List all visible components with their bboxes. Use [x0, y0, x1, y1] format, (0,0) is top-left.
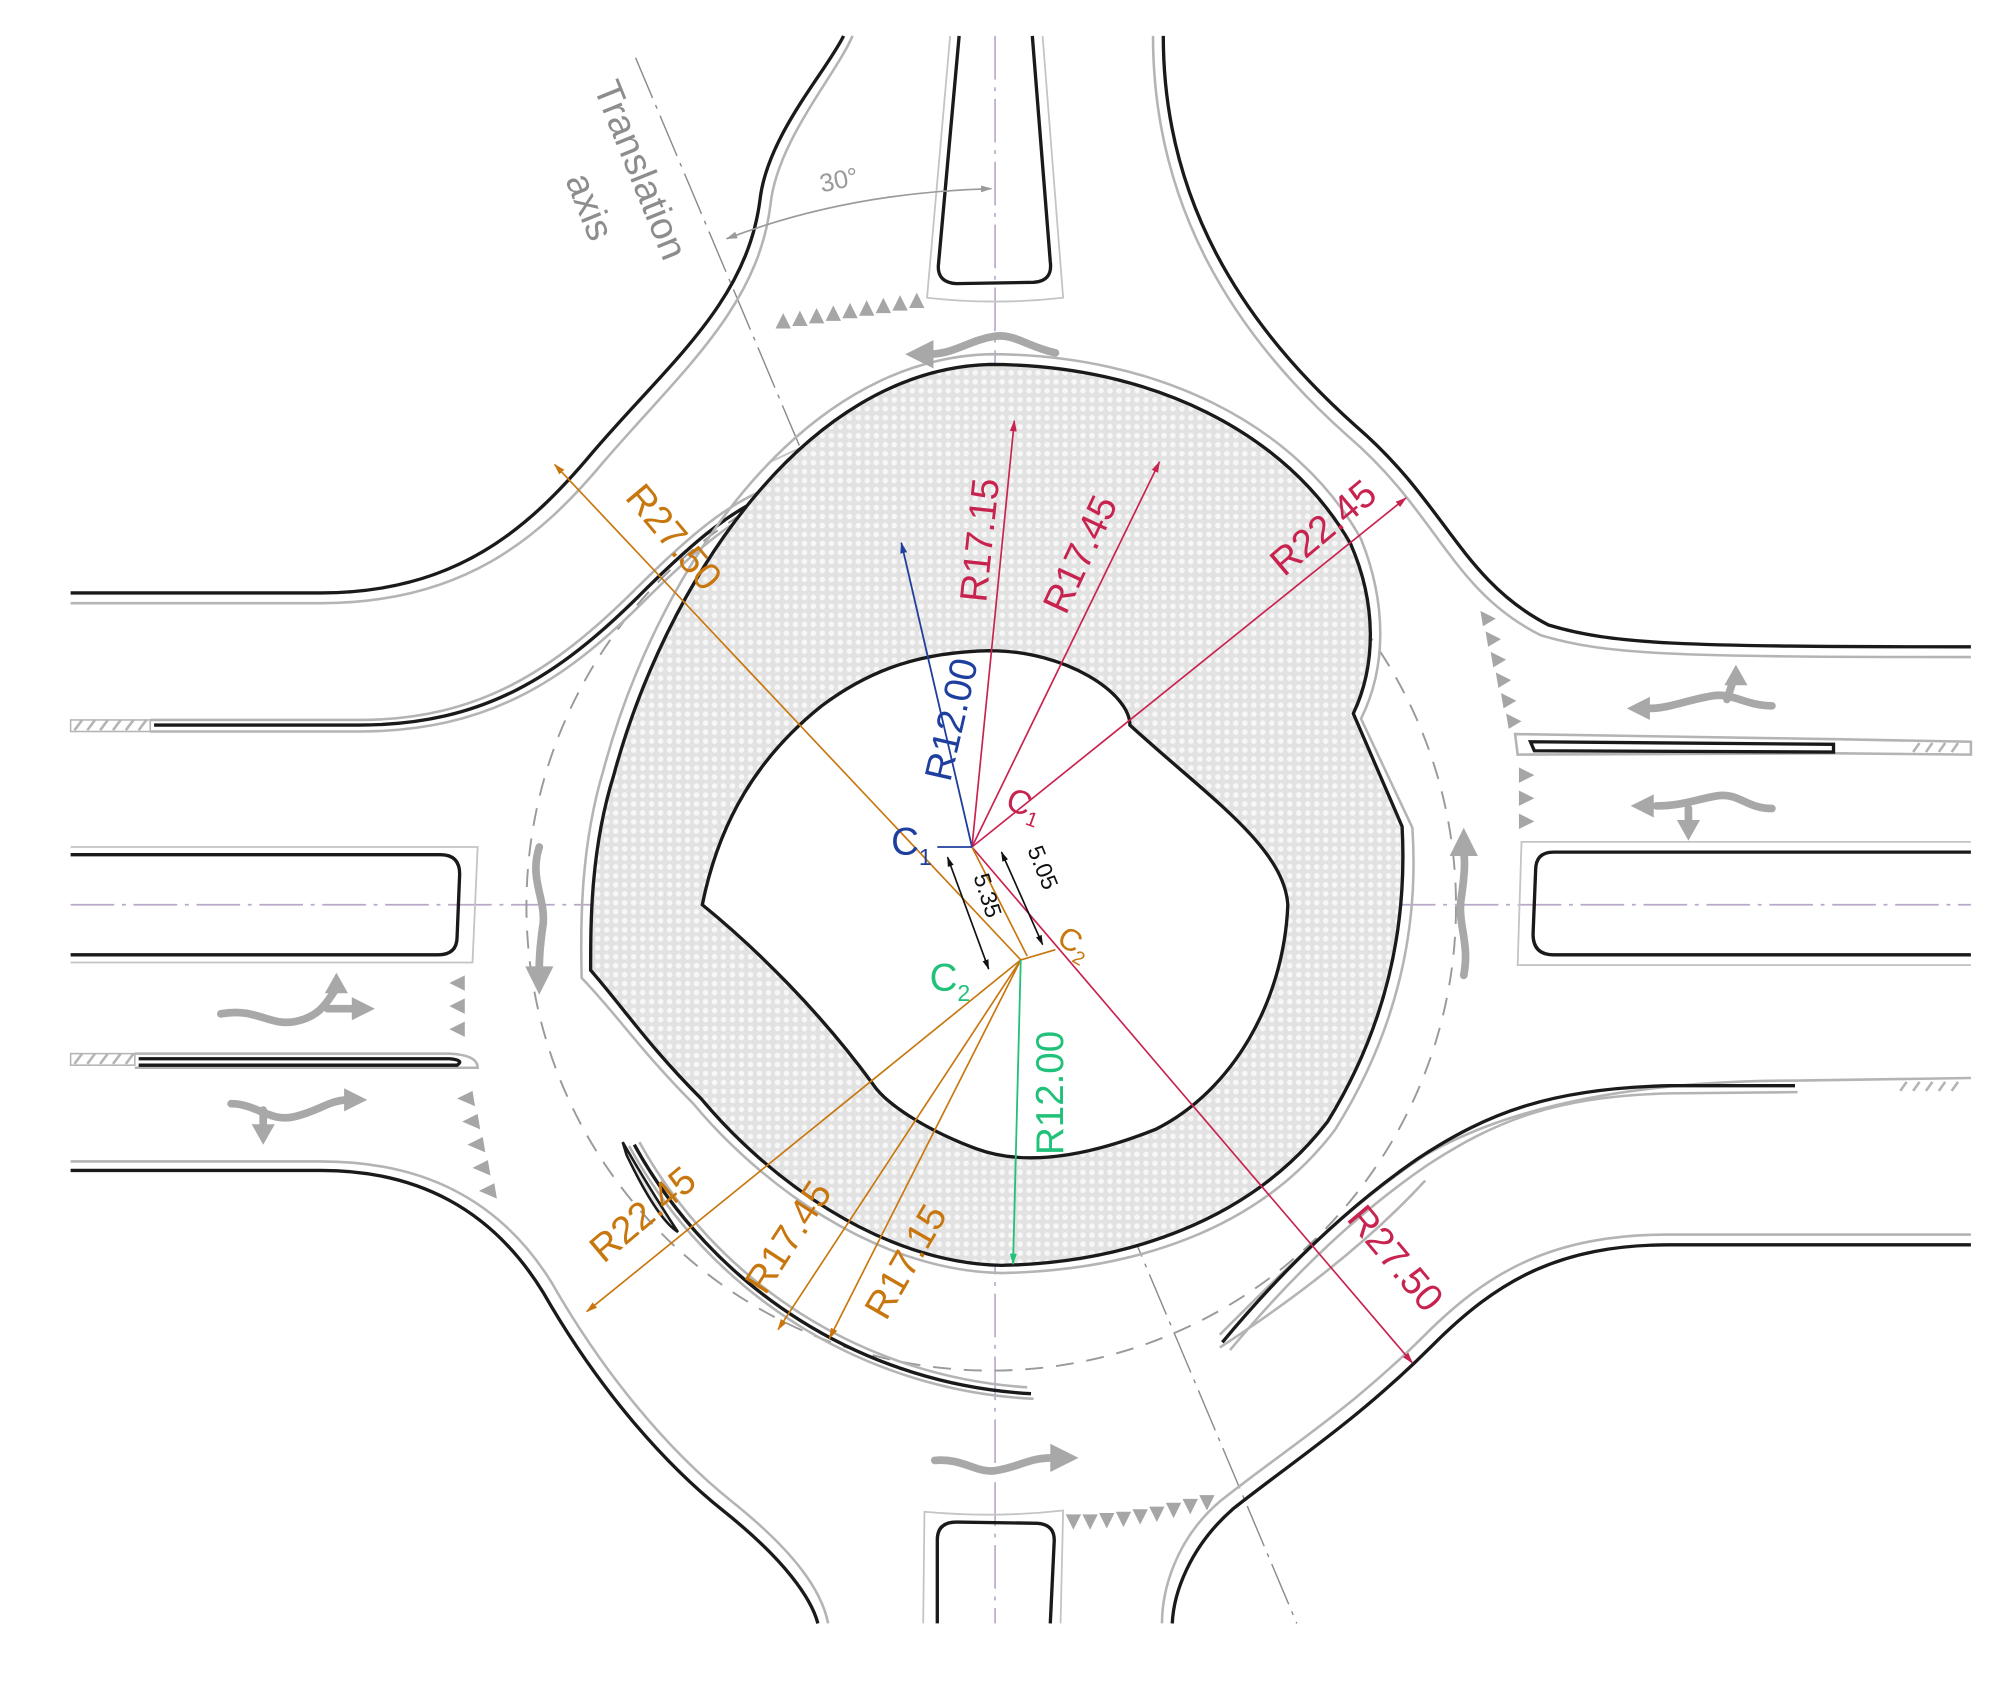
lane-dividers	[69, 490, 1973, 1351]
crimson-dimensions	[971, 419, 1414, 1364]
splitter-islands	[70, 35, 1971, 1624]
green-r12-00: R12.00	[1029, 1031, 1072, 1155]
translation-axis-label-2: axis	[557, 167, 623, 247]
pavement-arrows	[216, 332, 1776, 1475]
translation-axis-annotation: Translation axis 30°	[557, 75, 993, 266]
arrow-west-entry-left-straight	[216, 972, 375, 1027]
arrow-north-circulating	[905, 332, 1060, 369]
arrow-west-entry-right-straight	[227, 1088, 368, 1145]
angle-label: 30°	[817, 163, 861, 198]
crimson-r27-50: R27.50	[1339, 1197, 1452, 1320]
green-dimension: R12.00 C2	[930, 957, 1072, 1266]
outer-curbs	[70, 35, 1971, 1624]
yield-markings	[449, 292, 1535, 1530]
arrow-east-circulating	[1449, 827, 1478, 980]
blue-c1-label: C1	[891, 821, 932, 870]
arrow-west-circulating	[525, 843, 554, 995]
arrow-east-entry-left-straight	[1626, 664, 1776, 720]
arrow-east-entry-right-straight	[1630, 791, 1776, 841]
arrow-south-circulating	[930, 1443, 1079, 1475]
